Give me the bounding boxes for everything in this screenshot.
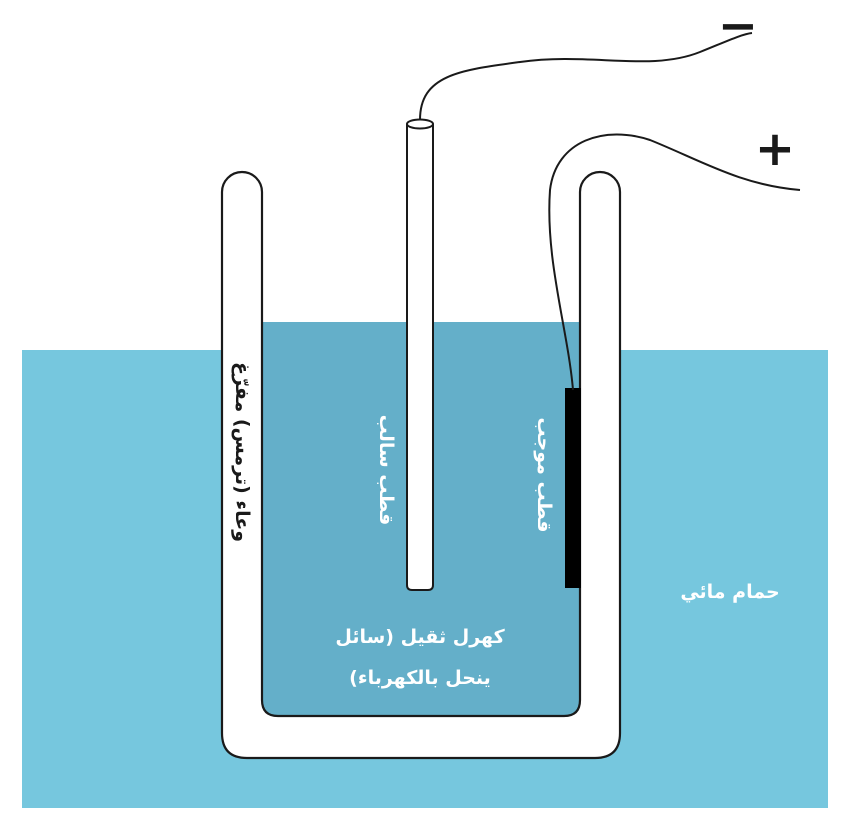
anode-label: قطب موجب [533,417,555,532]
cathode-rod [406,124,434,591]
vacuum-flask-wall [220,170,622,760]
anode-wire [548,133,801,391]
electrolyte-label-line-2: ينحل بالكهرباء) [349,667,491,689]
anode-plate [565,388,581,588]
negative-terminal-symbol: − [718,0,758,54]
electrolyte-label-line-1: كهرل ثقيل (سائل [335,626,505,648]
positive-terminal-symbol: + [755,121,795,177]
cathode-rod-top [406,118,434,130]
cathode-label: قطب سالب [375,415,397,526]
cathode-wire [419,32,753,121]
water-bath-label: حمام مائي [680,581,779,603]
vessel-label: وعاء (ترمس) مفرّغ [231,362,253,542]
